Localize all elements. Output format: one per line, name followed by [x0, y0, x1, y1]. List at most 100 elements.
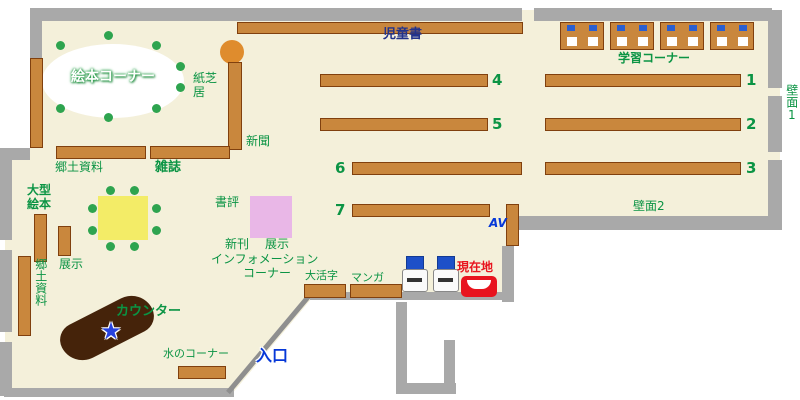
shelf-row-6 [352, 162, 522, 175]
shelf-newspaper [228, 62, 242, 150]
label-local-materials-side: 郷土資料 [33, 258, 48, 306]
desk-item-icon [689, 25, 697, 31]
seat-dot [88, 204, 97, 213]
reading-table [98, 196, 148, 240]
desk-item-icon [739, 25, 747, 31]
shelf-row-1 [545, 74, 741, 87]
wall-left-2 [0, 250, 12, 332]
marker-arc-icon [467, 280, 491, 289]
wall-stairwell-3 [444, 340, 455, 394]
seat-dot [176, 62, 185, 71]
wall-surface-2 [516, 216, 772, 230]
label-water-corner: 水のコーナー [163, 347, 229, 360]
label-counter: カウンター [116, 304, 182, 319]
shelf-row-3 [545, 162, 741, 175]
chair-icon [738, 37, 748, 46]
shelf-number-1: 1 [746, 71, 757, 89]
label-av: AV [489, 216, 507, 230]
seat-dot [88, 226, 97, 235]
label-book-review: 書評 [215, 195, 240, 209]
seat-dot [152, 226, 161, 235]
shelf-childrens-books [237, 22, 523, 34]
shelf-number-7: 7 [335, 201, 346, 219]
chair-icon [638, 37, 648, 46]
seat-dot [176, 83, 185, 92]
kamishibai-stand [220, 40, 244, 64]
label-kamishibai: 紙芝居 [193, 71, 218, 99]
label-wall-1: 壁面1 [784, 84, 799, 122]
seat-dot [104, 113, 113, 122]
chair-icon [588, 37, 598, 46]
label-wall-2: 壁面2 [633, 199, 665, 213]
shelf-magazines [150, 146, 230, 159]
desk-item-icon [717, 25, 725, 31]
label-large-picture-books: 大型絵本 [27, 183, 52, 211]
wall-left-1 [0, 148, 12, 240]
study-desk [560, 22, 604, 50]
seat-dot [152, 104, 161, 113]
opac-terminal-icon [433, 256, 459, 294]
wall-lower-right [502, 246, 514, 302]
label-study-corner: 学習コーナー [618, 51, 691, 65]
shelf-number-4: 4 [492, 71, 503, 89]
chair-icon [717, 37, 727, 46]
wall-top-left-segment [30, 8, 522, 21]
wall-bottom [4, 388, 234, 397]
label-childrens-books: 児童書 [383, 27, 423, 42]
seat-dot [152, 204, 161, 213]
shelf-local-materials [56, 146, 146, 159]
wall-right-1 [768, 10, 782, 88]
label-manga: マンガ [351, 271, 384, 284]
terminal-slot-icon [407, 278, 422, 282]
seat-dot [104, 31, 113, 40]
seat-dot [152, 41, 161, 50]
seat-dot [56, 41, 65, 50]
label-information-2: コーナー [243, 266, 292, 280]
label-entrance: 入口 [256, 346, 289, 365]
wall-top-right-segment [534, 8, 772, 21]
shelf-number-3: 3 [746, 159, 757, 177]
wall-right-2 [768, 96, 782, 152]
shelf-av [506, 204, 519, 246]
wall-right-3 [768, 160, 782, 230]
label-local-materials-top: 郷土資料 [55, 160, 104, 174]
label-magazines: 雑誌 [155, 160, 182, 175]
desk-item-icon [617, 25, 625, 31]
seat-dot [130, 242, 139, 251]
terminal-slot-icon [438, 278, 453, 282]
chair-icon [567, 37, 577, 46]
shelf-water-corner [178, 366, 226, 379]
shelf-large-picture-books [34, 214, 47, 262]
opac-terminal-icon [402, 256, 428, 294]
shelf-row-2 [545, 118, 741, 131]
study-desk [660, 22, 704, 50]
label-new-books: 新刊 [225, 237, 250, 251]
desk-item-icon [567, 25, 575, 31]
label-newspaper: 新聞 [246, 134, 271, 148]
label-display-left: 展示 [59, 257, 84, 271]
shelf-number-2: 2 [746, 115, 757, 133]
current-location-star-icon: ★ [100, 317, 122, 345]
wall-lower-bottom [310, 292, 514, 300]
shelf-left-wall [30, 58, 43, 148]
chair-icon [667, 37, 677, 46]
label-display-new: 展示 [265, 237, 290, 251]
wall-stairwell-1 [396, 302, 407, 394]
seat-dot [106, 242, 115, 251]
label-large-print: 大活字 [305, 269, 338, 282]
wall-upper-left [30, 8, 42, 58]
shelf-local-materials-side [18, 256, 31, 336]
seat-dot [56, 104, 65, 113]
seat-dot [130, 186, 139, 195]
desk-item-icon [639, 25, 647, 31]
shelf-row-7 [352, 204, 490, 217]
current-location-marker [461, 276, 497, 297]
chair-icon [617, 37, 627, 46]
shelf-number-5: 5 [492, 115, 503, 133]
label-information-1: インフォメーション [211, 252, 319, 266]
shelf-display-left [58, 226, 71, 256]
display-stand [250, 196, 292, 238]
chair-icon [688, 37, 698, 46]
shelf-row-4 [320, 74, 488, 87]
